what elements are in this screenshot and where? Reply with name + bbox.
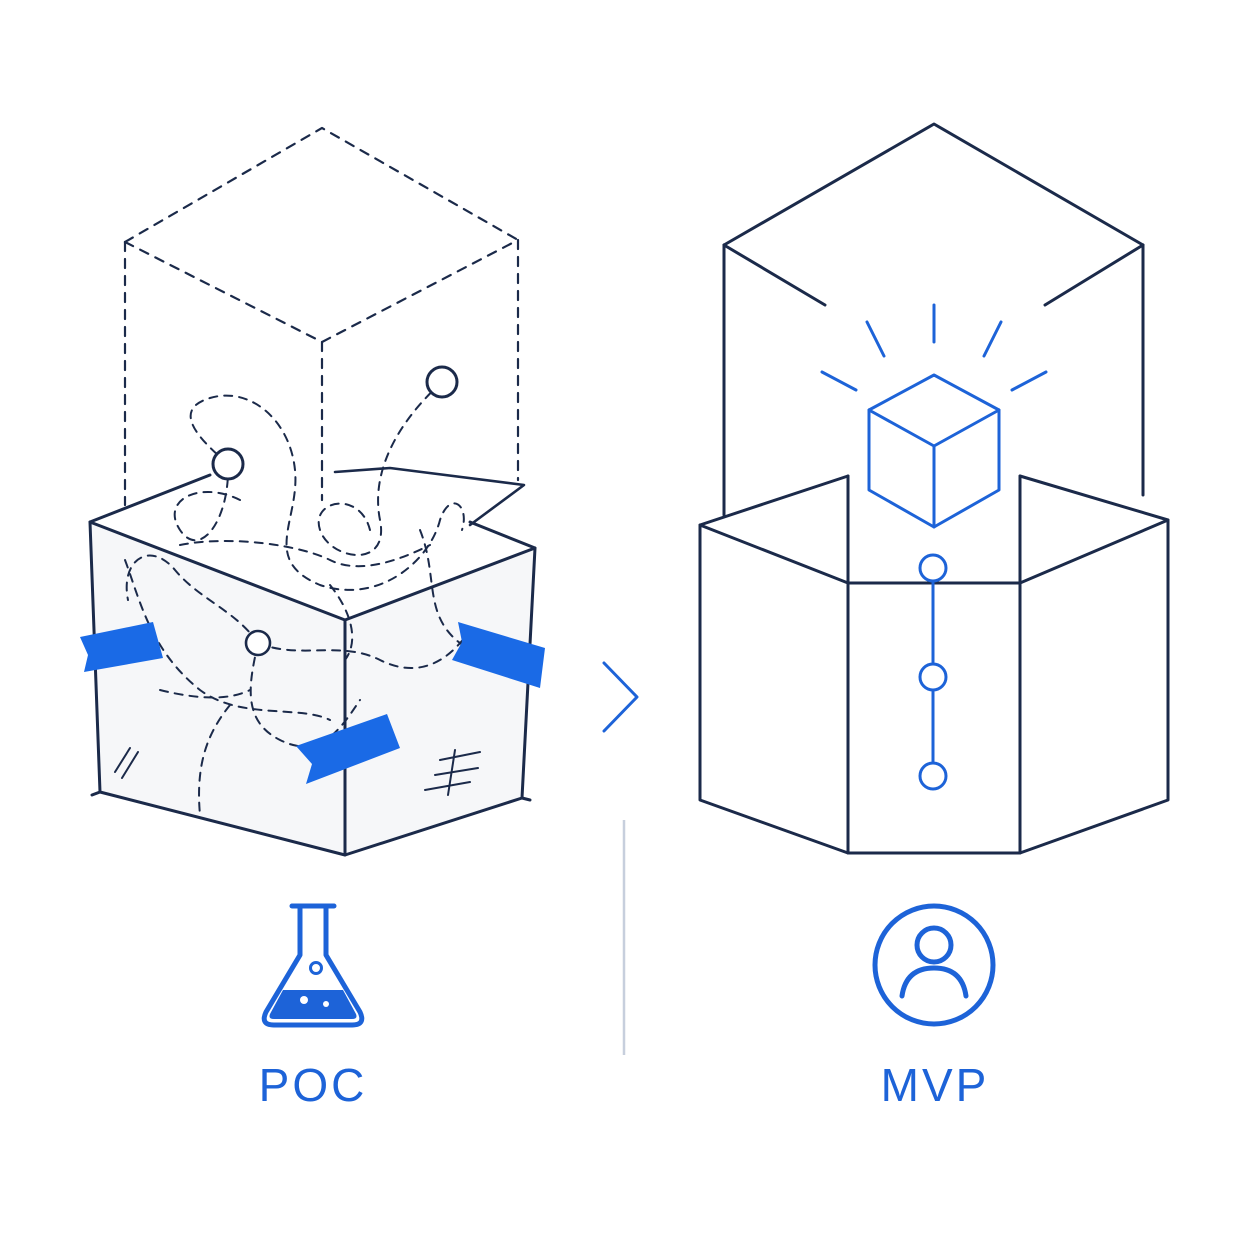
poc-scratch-right [424, 749, 481, 796]
poc-dashed-outline [123, 126, 520, 507]
mvp-cube-icon [867, 373, 1001, 529]
mvp-illustration [698, 122, 1170, 855]
chevron-right-icon [602, 661, 639, 733]
mvp-box-lower-dividers [846, 474, 1022, 855]
poc-node-middle [244, 629, 272, 657]
user-icon [872, 903, 996, 1027]
flask-icon [261, 903, 365, 1028]
mvp-glow-rays [820, 303, 1048, 392]
poc-illustration [80, 126, 545, 857]
poc-box-right-face [343, 546, 537, 857]
poc-tape-center [296, 714, 400, 784]
mvp-box-lower-back [698, 474, 1170, 527]
poc-tape-left [80, 622, 163, 672]
mvp-box-roof [722, 122, 1145, 247]
poc-tape-right [452, 622, 545, 688]
poc-box-flap [333, 466, 526, 527]
poc-scratch-left [114, 747, 139, 779]
poc-label: POC [258, 1059, 368, 1111]
poc-node-top-left [211, 447, 245, 481]
mvp-node-chain [918, 553, 948, 791]
mvp-box-upper-sides [722, 243, 1145, 517]
poc-box-base [90, 790, 532, 802]
poc-node-top-right [425, 365, 459, 399]
mvp-box-upper-inner [722, 243, 1145, 307]
poc-box-rim [88, 473, 537, 550]
mvp-label: MVP [880, 1059, 990, 1111]
